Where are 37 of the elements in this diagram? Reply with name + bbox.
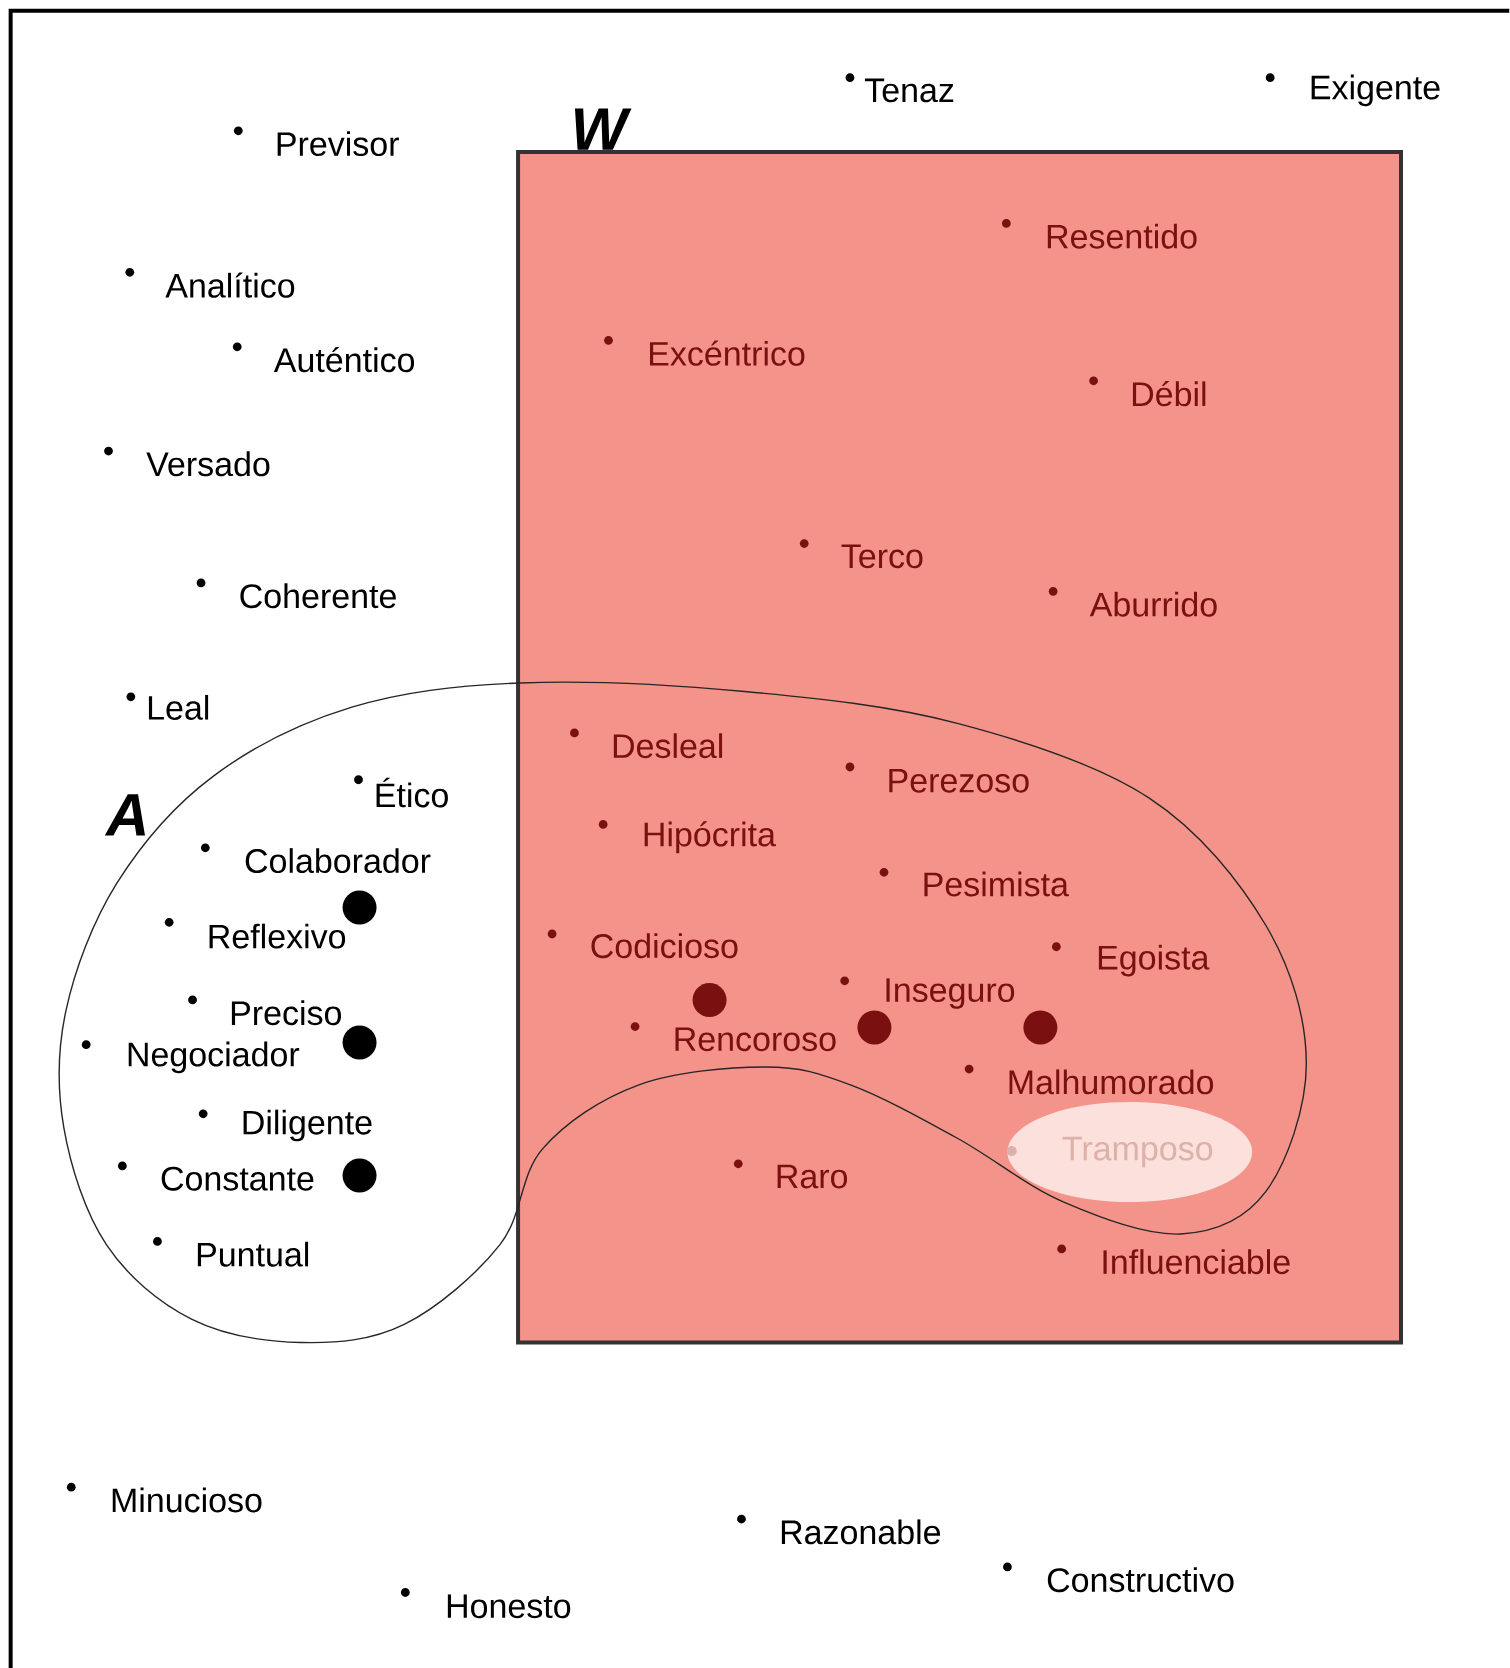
term-label: Leal (126, 692, 209, 720)
term-label: Raro (734, 1159, 848, 1189)
term-label: Hipócrita (599, 820, 777, 854)
term-label: Egoista (1052, 942, 1210, 977)
term-label: Versado (104, 446, 270, 477)
term-label: Previsor (234, 126, 400, 157)
term-label: Constructivo (1003, 1562, 1234, 1593)
term-label: Constante (118, 1161, 314, 1191)
term-label: Auténtico (233, 342, 415, 373)
term-label: Pesimista (879, 867, 1070, 897)
term-label: Codicioso (547, 929, 738, 959)
term-label: Puntual (153, 1237, 309, 1267)
term-label: Minucioso (67, 1482, 262, 1513)
term-label: Diligente (199, 1109, 372, 1142)
term-label: Coherente (196, 578, 397, 609)
term-label: Resentido (1002, 219, 1197, 249)
node-label: W (575, 108, 632, 150)
term-label: Terco (800, 539, 923, 569)
term-label: Excéntrico (604, 336, 805, 366)
term-label: Aburrido (1049, 587, 1217, 617)
term-label: Perezoso (845, 762, 1029, 793)
term-label: Influenciable (1057, 1244, 1290, 1275)
term-label: Analítico (125, 267, 295, 298)
term-label: Malhumorado (964, 1064, 1214, 1095)
term-label: Exigente (1266, 73, 1440, 107)
term-label: Inseguro (840, 976, 1015, 1009)
term-label: Preciso (188, 995, 342, 1026)
term-label: Colaborador (201, 843, 431, 874)
term-label: Honesto (401, 1588, 571, 1619)
term-label: Negociador (82, 1040, 300, 1074)
term-label: Débil (1089, 376, 1206, 407)
term-label: Ético (354, 775, 449, 808)
term-label: Razonable (737, 1514, 941, 1545)
term-label: Desleal (570, 728, 723, 759)
term-label: Tenaz (845, 73, 954, 103)
term-label: Reflexivo (165, 917, 346, 949)
term-label: Rencoroso (630, 1022, 836, 1052)
